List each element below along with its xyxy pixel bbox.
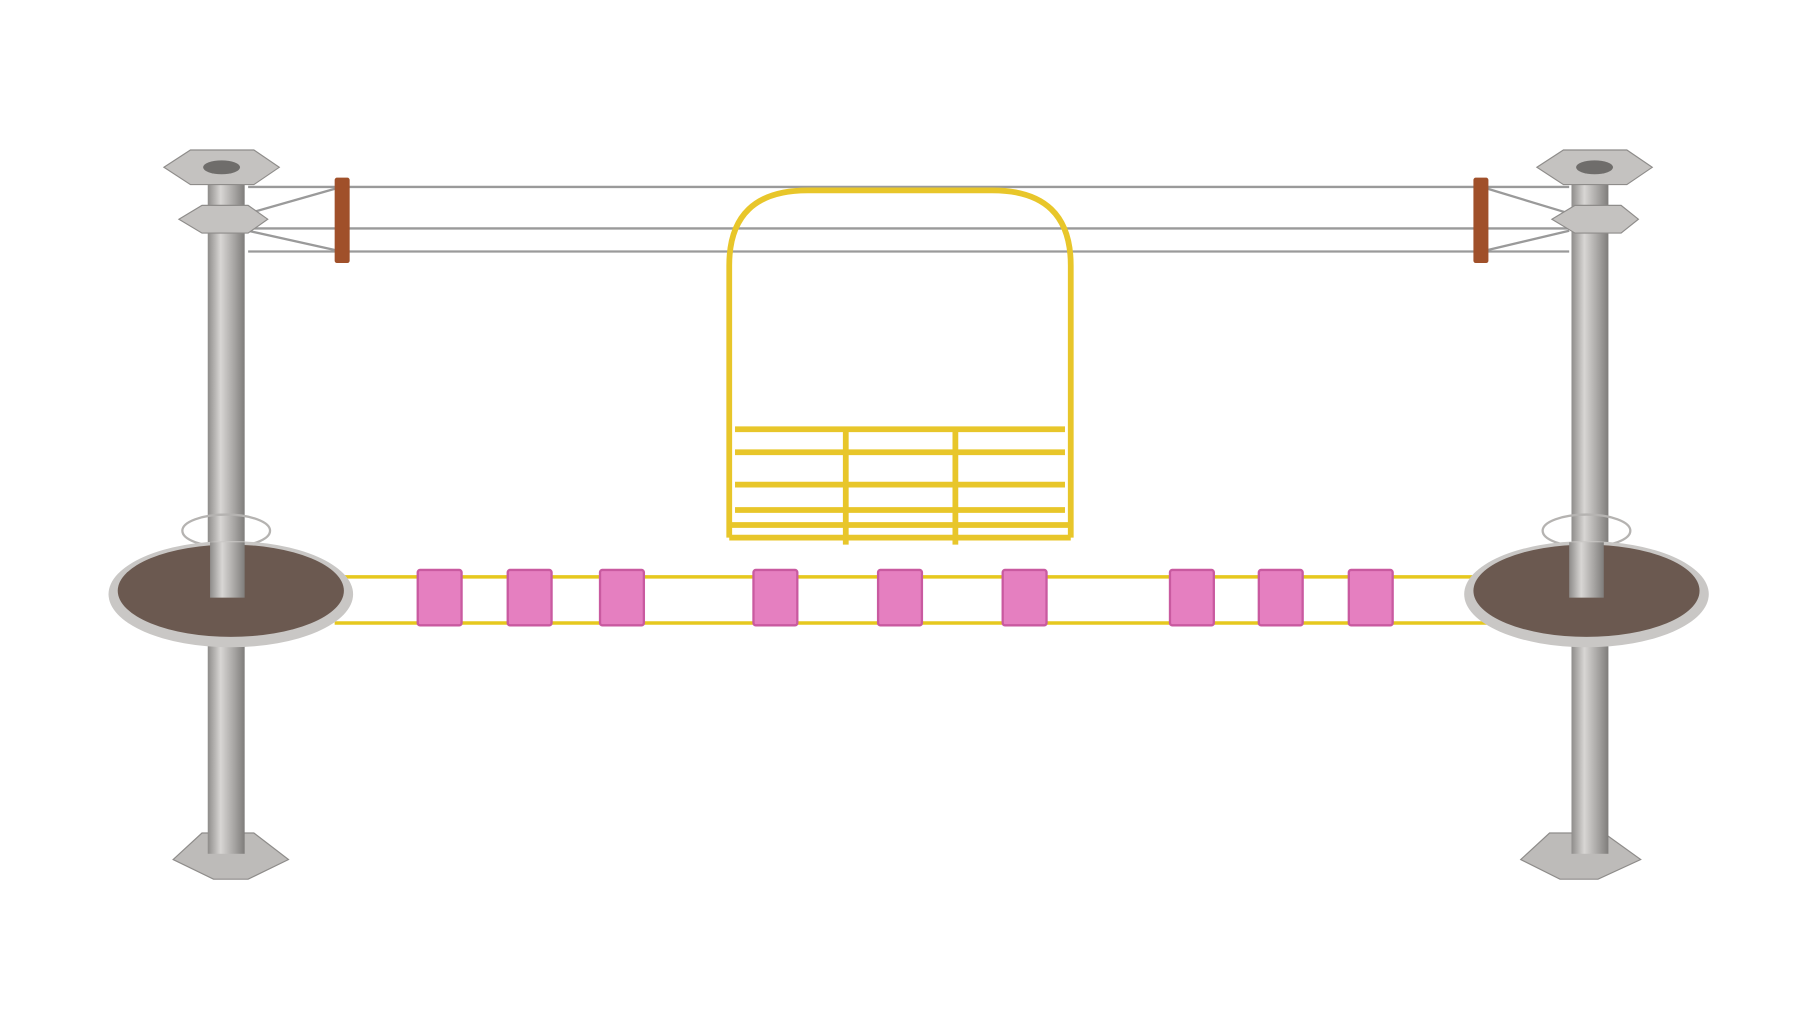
plank — [752, 568, 799, 627]
bridge-planks — [416, 568, 1394, 627]
top-cables — [247, 185, 1570, 253]
left-strap — [334, 177, 350, 264]
plank — [1168, 568, 1215, 627]
swing-chair — [726, 187, 1074, 545]
plank — [1001, 568, 1048, 627]
plank — [598, 568, 646, 627]
right-post — [1464, 149, 1709, 880]
plank — [1257, 568, 1304, 627]
plank — [506, 568, 553, 627]
right-strap — [1473, 177, 1489, 264]
plank — [416, 568, 463, 627]
plank — [1347, 568, 1394, 627]
plank — [876, 568, 924, 627]
left-post — [108, 149, 354, 880]
